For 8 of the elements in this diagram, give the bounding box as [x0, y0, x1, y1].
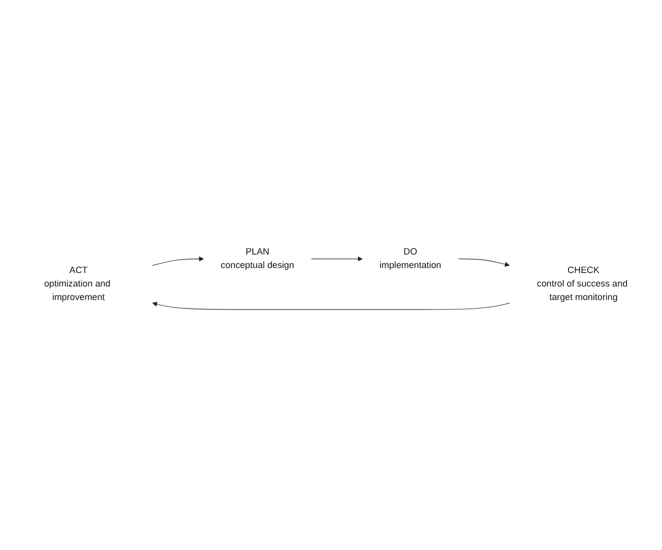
arrow — [310, 256, 363, 262]
arrow — [458, 258, 510, 267]
arrow — [152, 256, 204, 266]
node-text: ACT optimization and improvement — [44, 265, 110, 302]
node-text: PLAN conceptual design — [220, 246, 294, 270]
arrow — [152, 302, 510, 310]
node-text: CHECK control of success and target monitoring — [536, 265, 628, 302]
node-text: DO implementation — [380, 246, 442, 270]
